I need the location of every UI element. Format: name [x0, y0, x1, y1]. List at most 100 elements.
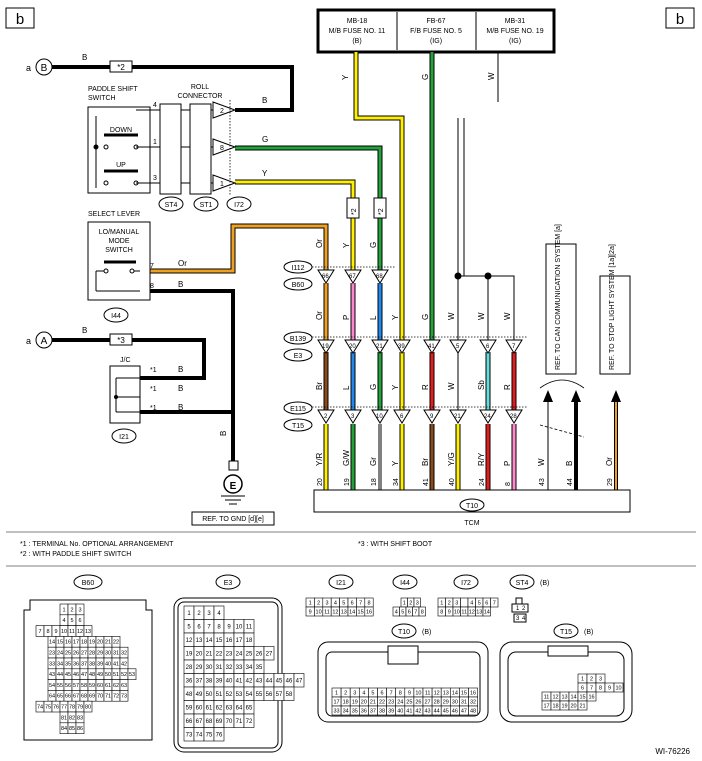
svg-text:T10: T10 [398, 629, 410, 636]
pin-number: 2 [448, 600, 451, 606]
pin-number: 51 [113, 672, 119, 678]
pin-number: 45 [443, 708, 449, 714]
pin-number: 13 [341, 609, 347, 615]
pin-cell [577, 700, 588, 711]
pin-number: 30 [452, 699, 458, 705]
fuse-1-desc: M/B FUSE NO. 11 [329, 28, 386, 35]
pin-number: 55 [57, 683, 63, 689]
wire-label-gw: G/W [342, 450, 351, 466]
svg-text:DOWN: DOWN [110, 127, 132, 134]
svg-text:ST4: ST4 [516, 580, 529, 587]
pin-number: 4 [217, 611, 221, 617]
pin-number: 79 [77, 705, 83, 711]
pin-number: 6 [485, 600, 488, 606]
pin-number: 85 [69, 726, 75, 732]
pin-number: 23 [49, 651, 55, 657]
pin-number: 5 [187, 624, 191, 630]
pin-number: 8 [46, 629, 49, 635]
svg-text:20: 20 [317, 478, 324, 486]
pin-number: 25 [406, 699, 412, 705]
pin-number: 39 [388, 708, 394, 714]
pin-number: 10 [454, 609, 460, 615]
svg-text:67: 67 [349, 274, 356, 280]
svg-text:6: 6 [400, 414, 404, 420]
pin-number: 50 [206, 692, 213, 698]
wire-label-gr: Gr [369, 457, 378, 466]
svg-text:4: 4 [153, 102, 157, 109]
pin-number: 30 [105, 651, 111, 657]
svg-text:8: 8 [220, 145, 224, 152]
pin-number: 70 [226, 719, 233, 725]
wire-label-p-4: P [503, 461, 512, 466]
pin-number: 11 [544, 694, 550, 700]
terminal-a-b: a B *2 [26, 58, 133, 76]
svg-text:SWITCH: SWITCH [88, 95, 116, 102]
wire-label-b-sel: B [178, 280, 183, 289]
pin-number: 19 [89, 640, 95, 646]
pin-number: 18 [81, 640, 87, 646]
svg-text:I44: I44 [400, 580, 410, 587]
pin-number: 24 [236, 651, 243, 657]
svg-text:18: 18 [371, 478, 378, 486]
svg-text:3: 3 [153, 175, 157, 182]
pin-number: 21 [206, 651, 213, 657]
fuse-2-desc: F/B FUSE NO. 5 [410, 28, 462, 35]
svg-text:T15: T15 [292, 423, 304, 430]
star2-top: *2 [117, 63, 125, 72]
pin-number: 27 [424, 699, 430, 705]
pin-number: 1 [581, 676, 584, 682]
pin-number: 9 [448, 609, 451, 615]
terminal-a-a: a A *3 [26, 331, 133, 349]
svg-text:2: 2 [522, 606, 526, 612]
wire-label-br-3: Br [315, 382, 324, 390]
svg-text:4: 4 [522, 616, 526, 622]
pin-number: 31 [113, 651, 119, 657]
wire-label-r-4: R [503, 384, 512, 390]
wire-label-sb-3: Sb [477, 380, 486, 390]
pin-cell [418, 606, 426, 617]
pin-number: 19 [561, 703, 567, 709]
pin-number: 5 [401, 609, 404, 615]
svg-text:J/C: J/C [120, 357, 131, 364]
pin-number: 73 [121, 694, 127, 700]
pin-number: 42 [246, 678, 253, 684]
pin-number: 30 [206, 665, 213, 671]
svg-text:3: 3 [516, 616, 520, 622]
pin-number: 32 [121, 651, 127, 657]
pin-number: 3 [325, 600, 328, 606]
pin-number: 35 [65, 661, 71, 667]
pin-number: 58 [81, 683, 87, 689]
pin-number: 36 [73, 661, 79, 667]
pin-number: 17 [543, 703, 549, 709]
pin-number: 78 [69, 705, 75, 711]
pin-cell [613, 682, 624, 693]
pin-cell [364, 606, 374, 617]
joint-connector: J/C *1 *1 *1 I21 [109, 357, 157, 444]
pin-number: 29 [196, 665, 203, 671]
svg-text:E115: E115 [290, 406, 306, 413]
pin-number: 71 [236, 719, 243, 725]
pin-number: 14 [452, 690, 458, 696]
pin-number: 43 [424, 708, 430, 714]
wire-label-b-roll: B [262, 96, 267, 105]
pin-number: 38 [89, 661, 95, 667]
pin-cell [283, 686, 295, 701]
note-3: *3 : WITH SHIFT BOOT [358, 541, 433, 548]
pin-number: 74 [37, 705, 43, 711]
pin-number: 46 [286, 678, 293, 684]
pin-number: 65 [246, 705, 253, 711]
pin-number: 83 [77, 715, 83, 721]
wire-label-b-jc2: B [178, 384, 183, 393]
pin-number: 71 [105, 694, 111, 700]
pin-number: 86 [77, 726, 83, 732]
pin-number: 29 [443, 699, 449, 705]
svg-text:66: 66 [322, 274, 329, 280]
wire-label-g-roll: G [262, 135, 268, 144]
pin-number: 6 [351, 600, 354, 606]
pin-number: 10 [415, 690, 421, 696]
svg-text:9: 9 [430, 414, 434, 420]
pin-number: 44 [434, 708, 440, 714]
pin-number: 54 [49, 683, 55, 689]
